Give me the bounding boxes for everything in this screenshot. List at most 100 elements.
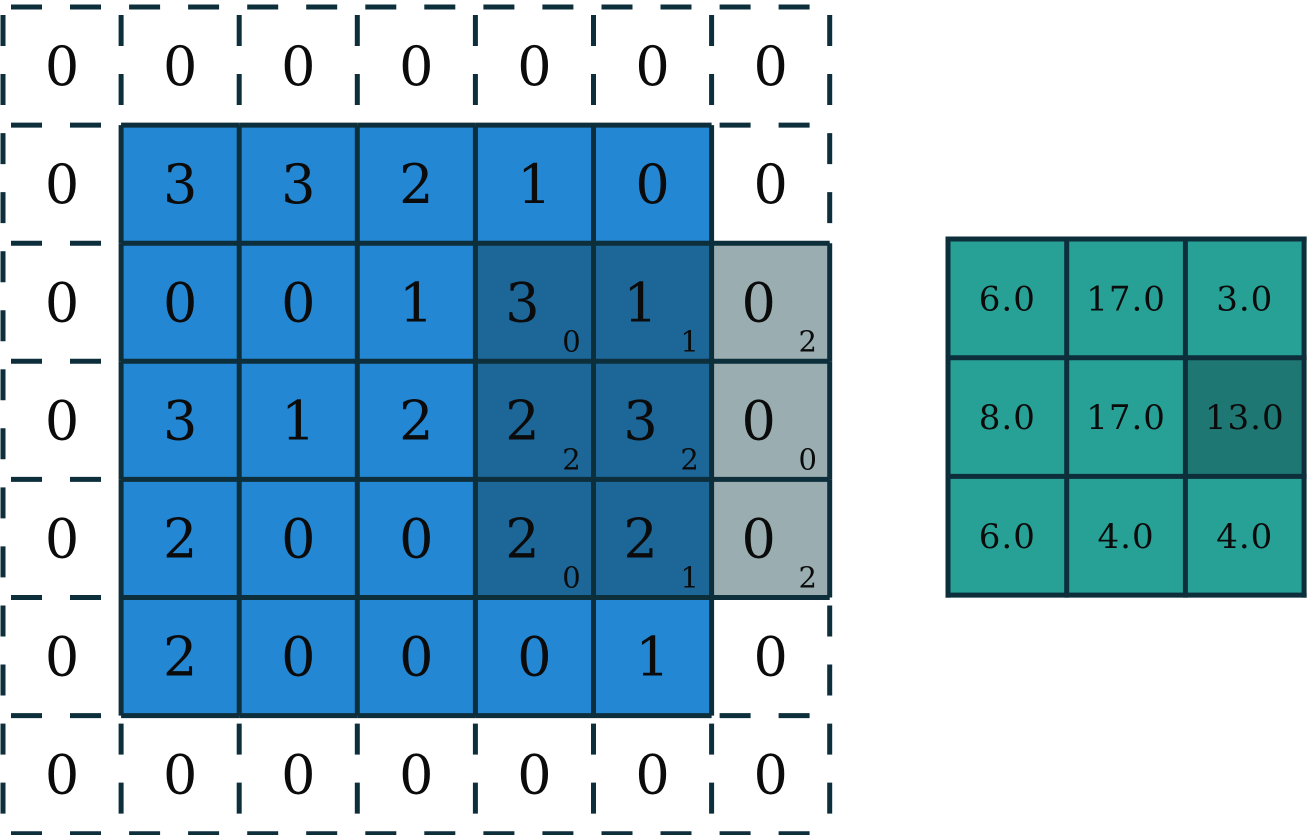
padding-value: 0	[45, 271, 79, 334]
output-cell	[948, 357, 1067, 477]
input-value: 2	[163, 507, 197, 570]
padding-value: 0	[45, 507, 79, 570]
input-cell	[475, 125, 594, 244]
output-value: 4.0	[1098, 517, 1155, 557]
padding-value: 0	[45, 153, 79, 216]
output-value: 17.0	[1086, 398, 1166, 438]
padding-cell	[357, 715, 476, 834]
padding-cell	[3, 479, 122, 598]
padding-cell	[239, 7, 358, 126]
kernel-weight: 2	[562, 442, 580, 476]
padding-value: 0	[517, 744, 551, 807]
input-value: 0	[281, 626, 315, 689]
kernel-padding-cell	[711, 243, 830, 362]
padding-cell	[711, 597, 830, 716]
input-cell	[239, 361, 358, 480]
padding-cell	[475, 7, 594, 126]
input-value: 1	[281, 389, 315, 452]
input-value: 0	[281, 271, 315, 334]
kernel-weight: 2	[798, 561, 816, 595]
input-cell	[239, 243, 358, 362]
kernel-cell-value: 0	[741, 507, 775, 570]
output-borders	[945, 236, 1307, 598]
input-cell-fills	[3, 7, 830, 834]
input-value: 1	[399, 271, 433, 334]
output-value: 6.0	[979, 279, 1036, 319]
input-value: 0	[517, 626, 551, 689]
padding-cell	[593, 715, 712, 834]
input-value: 0	[399, 507, 433, 570]
padding-value: 0	[163, 744, 197, 807]
padding-value: 0	[635, 744, 669, 807]
padding-cell	[3, 7, 122, 126]
input-cell	[121, 597, 240, 716]
padding-cell	[3, 715, 122, 834]
input-cell	[357, 479, 476, 598]
input-cell	[593, 597, 712, 716]
padding-value: 0	[281, 35, 315, 98]
input-cell	[121, 243, 240, 362]
kernel-padding-cell	[711, 361, 830, 480]
output-cell	[1185, 476, 1305, 596]
input-value: 0	[635, 153, 669, 216]
input-cell	[121, 125, 240, 244]
input-cell	[239, 597, 358, 716]
padding-value: 0	[45, 35, 79, 98]
padding-cell	[3, 597, 122, 716]
padding-dashed-borders	[0, 4, 833, 835]
kernel-cell-value: 3	[623, 389, 657, 452]
kernel-padding-cell	[711, 479, 830, 598]
padding-value: 0	[753, 35, 787, 98]
output-value: 3.0	[1216, 279, 1273, 319]
output-cell	[948, 476, 1067, 596]
input-value: 0	[399, 626, 433, 689]
input-cell	[357, 597, 476, 716]
input-cell	[593, 125, 712, 244]
kernel-weight: 2	[680, 442, 698, 476]
padding-cell	[239, 715, 358, 834]
output-cell	[1066, 357, 1186, 477]
padding-value: 0	[399, 744, 433, 807]
kernel-cell-value: 2	[623, 507, 657, 570]
output-value: 6.0	[979, 517, 1036, 557]
kernel-input-cell	[593, 479, 712, 598]
input-cell	[357, 243, 476, 362]
kernel-input-cell	[475, 243, 594, 362]
padding-value: 0	[635, 35, 669, 98]
padding-cell	[121, 7, 240, 126]
padding-cell	[593, 7, 712, 126]
padding-cell	[357, 7, 476, 126]
output-cell	[1185, 239, 1305, 358]
padding-value: 0	[399, 35, 433, 98]
padding-value: 0	[517, 35, 551, 98]
kernel-weight: 1	[680, 324, 698, 358]
kernel-weight: 0	[562, 324, 580, 358]
output-value: 4.0	[1216, 517, 1273, 557]
input-value: 0	[163, 271, 197, 334]
kernel-weight: 0	[562, 561, 580, 595]
kernel-cell-value: 0	[741, 271, 775, 334]
input-cell	[121, 479, 240, 598]
input-cell	[239, 479, 358, 598]
input-cell	[357, 361, 476, 480]
padding-cell	[3, 243, 122, 362]
kernel-input-cell	[475, 361, 594, 480]
padding-value: 0	[753, 744, 787, 807]
padding-value: 0	[45, 389, 79, 452]
input-value: 1	[517, 153, 551, 216]
kernel-cell-value: 1	[623, 271, 657, 334]
kernel-input-cell	[593, 361, 712, 480]
input-value: 0	[281, 507, 315, 570]
input-cell	[239, 125, 358, 244]
output-cell-fills	[948, 239, 1305, 596]
input-value: 2	[163, 626, 197, 689]
padding-value: 0	[45, 744, 79, 807]
padding-cell	[121, 715, 240, 834]
output-value: 17.0	[1086, 279, 1166, 319]
input-value: 1	[635, 626, 669, 689]
